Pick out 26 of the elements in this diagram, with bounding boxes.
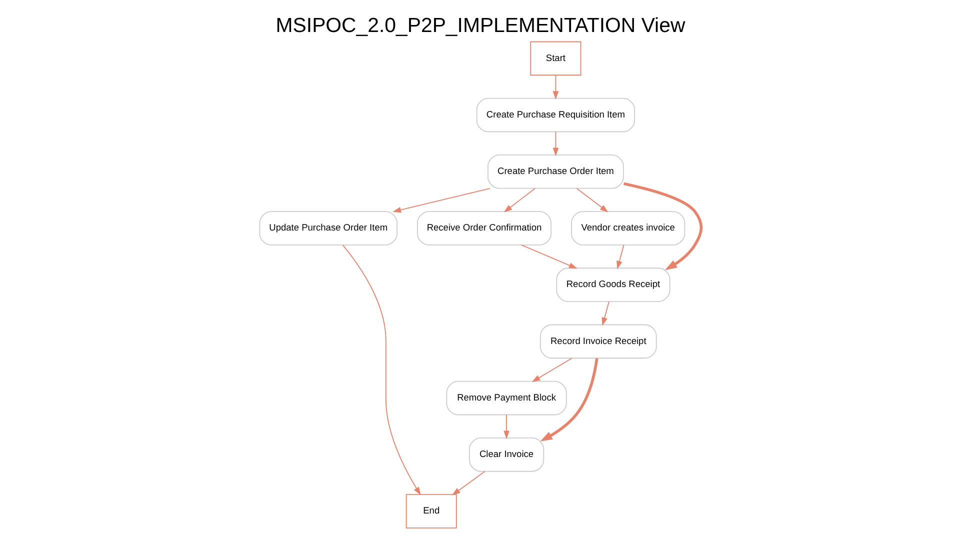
node-box: Create Purchase Order Item (487, 154, 624, 189)
arrow (622, 182, 702, 270)
arrow (616, 244, 624, 270)
node-box: Record Goods Receipt (556, 268, 670, 302)
arrow (540, 358, 598, 442)
node-box: Start (530, 41, 581, 76)
arrow (601, 301, 609, 326)
node-box: Receive Order Confirmation (416, 211, 552, 246)
arrow (552, 74, 558, 100)
node-box: Vendor creates invoice (570, 211, 685, 246)
arrow (520, 244, 577, 269)
node-box: Create Purchase Requisition Item (476, 98, 635, 132)
arrow (503, 188, 535, 212)
diagram-title: MSIPOC_2.0_P2P_IMPLEMENTATION View (275, 15, 685, 38)
arrow (531, 358, 572, 382)
arrow (503, 414, 509, 440)
node-box: Remove Payment Block (446, 380, 566, 416)
arrow (576, 188, 608, 212)
arrow (342, 244, 420, 496)
arrow (552, 131, 558, 156)
node-box: Update Purchase Order Item (258, 211, 397, 246)
node-box: End (405, 494, 456, 528)
arrow (451, 470, 485, 496)
arrow (392, 188, 490, 213)
node-box: Record Invoice Receipt (539, 324, 656, 359)
node-box: Clear Invoice (468, 437, 544, 472)
